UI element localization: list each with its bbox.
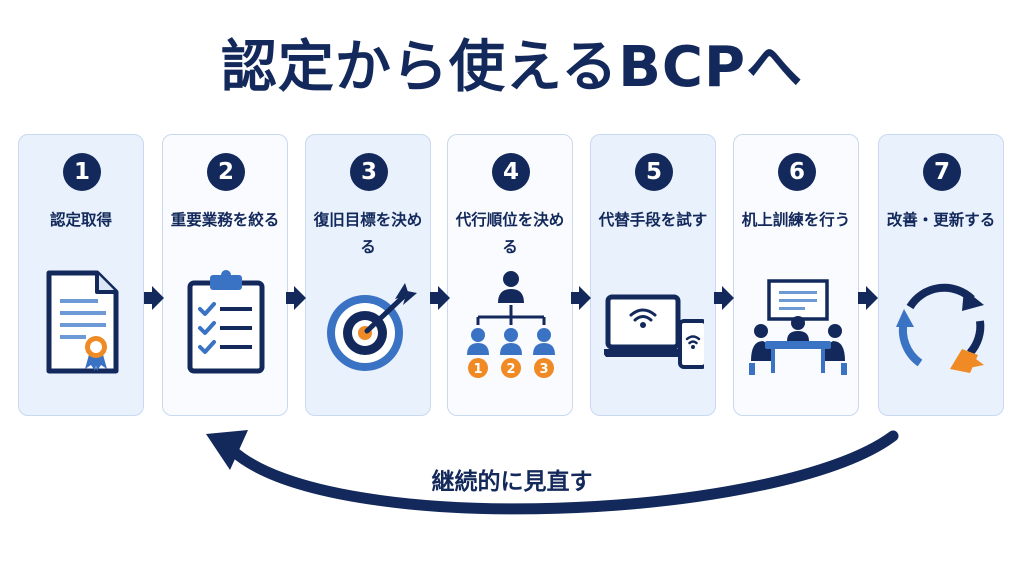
step-number-badge: 7 (923, 153, 961, 191)
step-number-badge: 2 (207, 153, 245, 191)
step-label: 復旧目標を決める (313, 211, 423, 256)
loop-label: 継続的に見直す (431, 469, 593, 495)
step-card-6: 6 机上訓練を行う (733, 134, 859, 416)
next-step-arrow-icon (144, 286, 164, 310)
step-number-badge: 1 (63, 153, 101, 191)
step-card-7: 7 改善・更新する (878, 134, 1004, 416)
clipboard-checklist-icon (187, 270, 265, 374)
step-label: 重要業務を絞る (170, 211, 280, 229)
next-step-arrow-icon (430, 286, 450, 310)
step-card-5: 5 代替手段を試す (590, 134, 716, 416)
step-label: 机上訓練を行う (741, 211, 851, 229)
next-step-arrow-icon (858, 286, 878, 310)
next-step-arrow-icon (571, 286, 591, 310)
page-title: 認定から使えるBCPへ (220, 35, 804, 100)
step-number-badge: 5 (635, 153, 673, 191)
target-arrow-icon (327, 283, 417, 371)
priority-badge-1: 1 (473, 362, 482, 377)
step-label: 認定取得 (49, 211, 112, 229)
certificate-document-icon (46, 270, 119, 374)
priority-badge-3: 3 (539, 362, 548, 377)
step-card-4: 4 代行順位を決める 1 2 3 (447, 134, 573, 416)
step-card-2: 2 重要業務を絞る (162, 134, 288, 416)
tabletop-meeting-icon (749, 279, 847, 375)
step-card-1: 1 認定取得 (18, 134, 144, 416)
step-number-badge: 3 (350, 153, 388, 191)
step-card-3: 3 復旧目標を決める (305, 134, 431, 416)
step-label: 代替手段を試す (598, 211, 708, 229)
step-number-badge: 6 (778, 153, 816, 191)
hierarchy-priority-icon: 1 2 3 (467, 271, 555, 378)
laptop-phone-wifi-icon (604, 294, 704, 369)
priority-badge-2: 2 (506, 362, 515, 377)
next-step-arrow-icon (714, 286, 734, 310)
step-number-badge: 4 (492, 153, 530, 191)
step-label: 代行順位を決める (455, 211, 565, 256)
step-label: 改善・更新する (886, 211, 996, 229)
next-step-arrow-icon (286, 286, 306, 310)
refresh-cycle-icon (896, 283, 985, 373)
